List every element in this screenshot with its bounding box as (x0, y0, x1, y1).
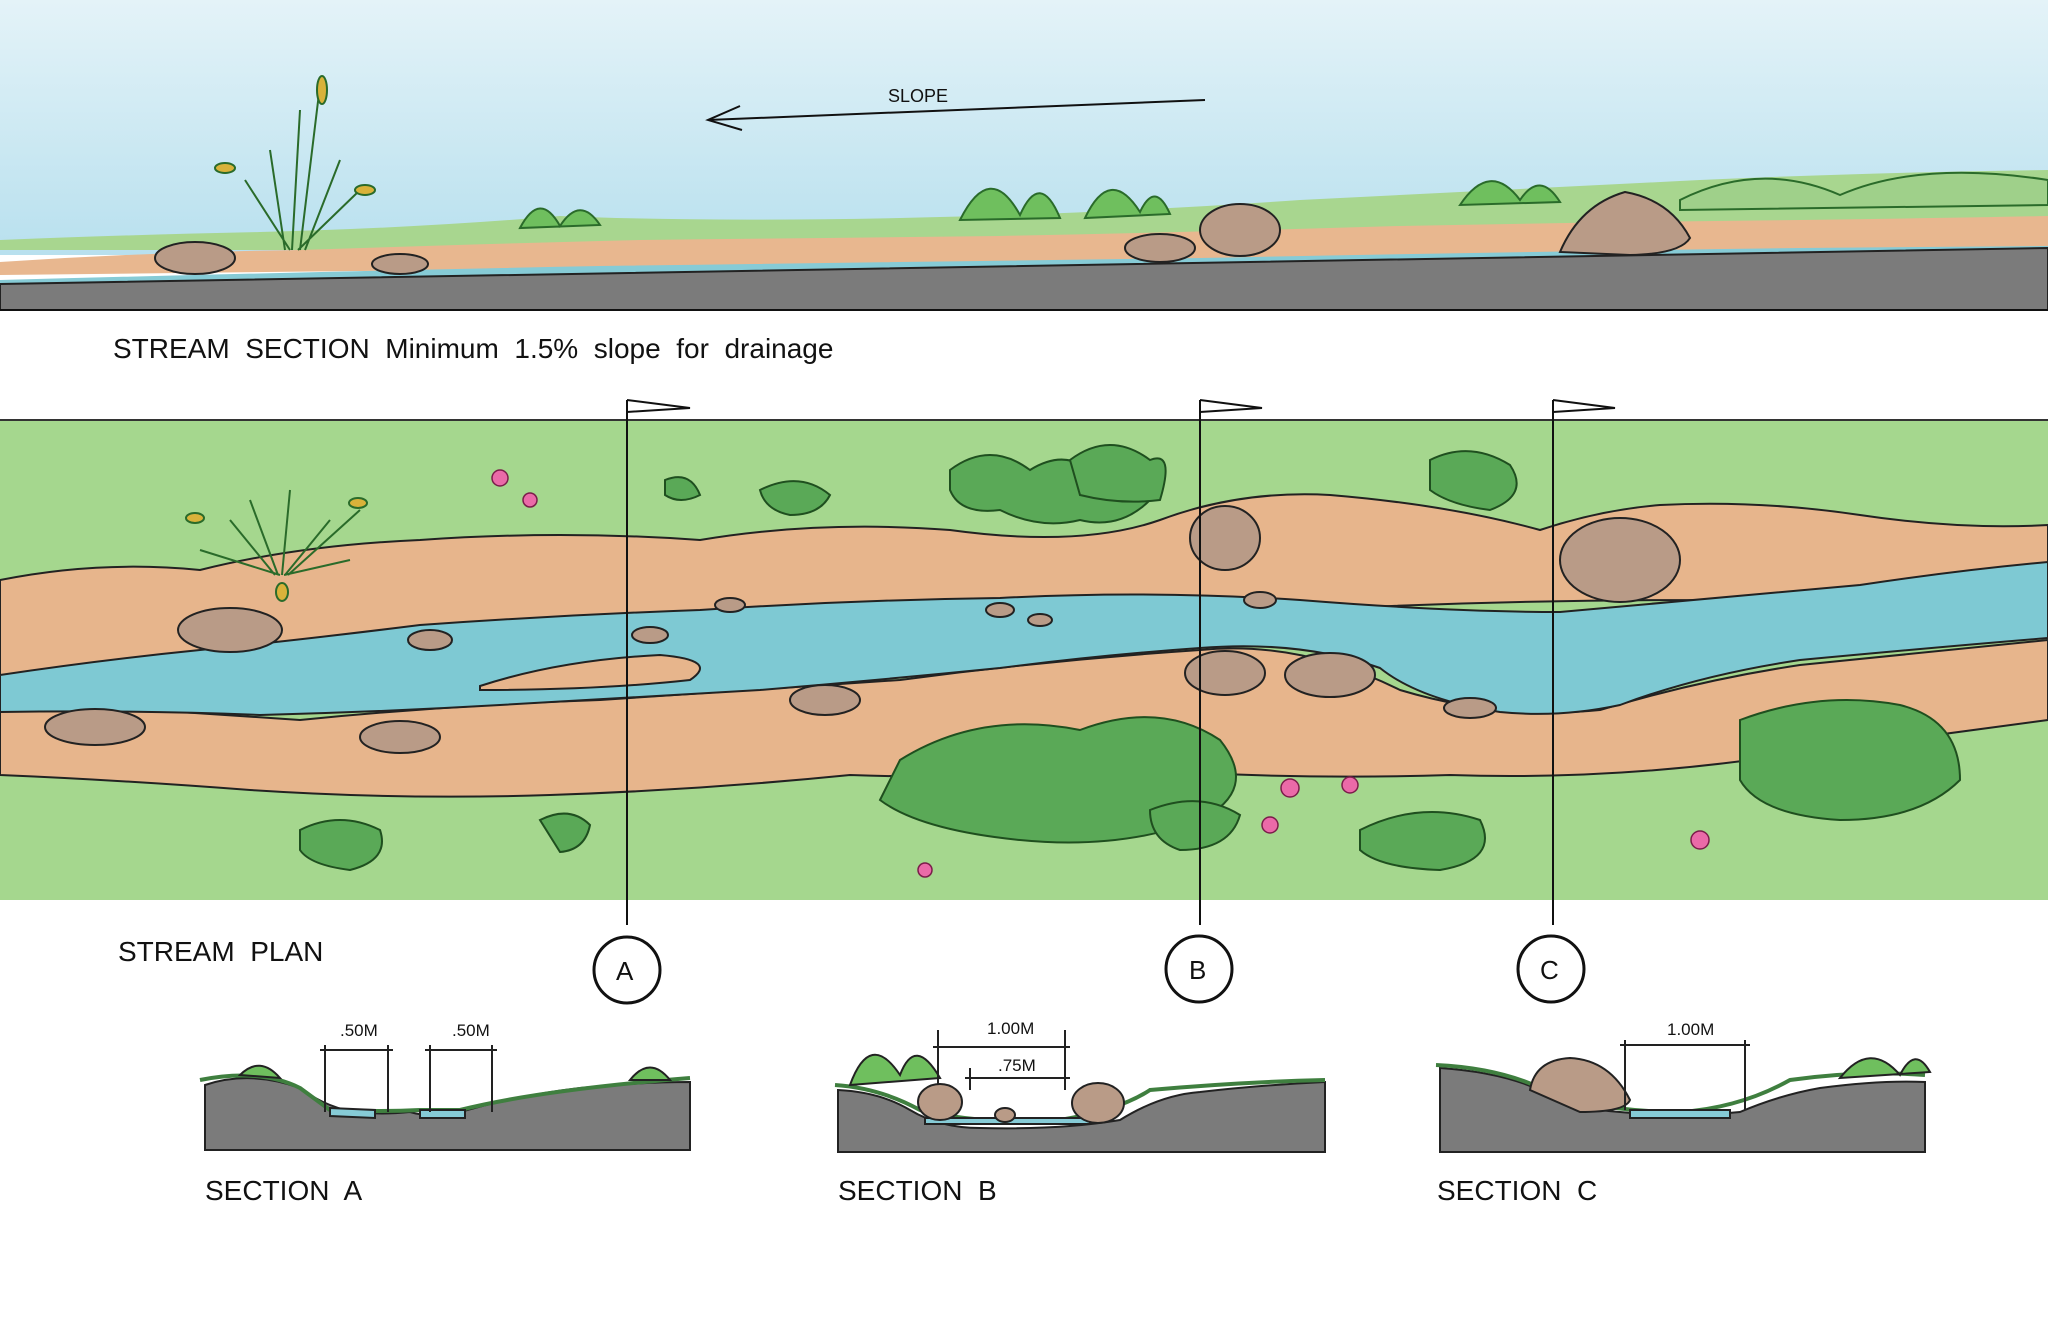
stream-plan (0, 399, 2048, 1005)
slope-arrow (705, 99, 1206, 131)
elevation-rocks (154, 190, 1692, 275)
plan-grass-tuft (185, 489, 368, 602)
section-c-dim-1: 1.00M (1667, 1020, 1715, 1039)
plan-rocks (44, 505, 1681, 754)
slope-label: SLOPE (888, 86, 949, 106)
section-cut-lines (626, 399, 1616, 925)
section-b-dim-2: .75M (998, 1056, 1036, 1075)
section-c-drawing (1435, 1040, 1932, 1153)
section-b-drawing (834, 1030, 1326, 1153)
section-a-title: SECTION A (205, 1175, 363, 1206)
section-b-dim-1: 1.00M (987, 1019, 1035, 1038)
section-a-drawing (199, 1045, 691, 1151)
stream-section-caption: STREAM SECTION Minimum 1.5% slope for dr… (113, 333, 834, 364)
section-markers (592, 934, 1586, 1005)
marker-b-letter: B (1189, 955, 1207, 985)
elevation-plants (214, 75, 2048, 251)
stream-section-elevation (0, 0, 2048, 311)
section-a-dim-2: .50M (452, 1021, 490, 1040)
stream-plan-caption: STREAM PLAN (118, 936, 324, 967)
elevation-ground (0, 246, 2048, 311)
marker-a-letter: A (616, 956, 634, 986)
section-c-title: SECTION C (1437, 1175, 1598, 1206)
elevation-sand (0, 216, 2048, 275)
plan-shrubs (299, 444, 1962, 872)
plan-flowers (491, 469, 1710, 878)
section-a-dim-1: .50M (340, 1021, 378, 1040)
plan-sand-bar (479, 653, 701, 692)
section-b-title: SECTION B (838, 1175, 997, 1206)
marker-c-letter: C (1540, 955, 1559, 985)
